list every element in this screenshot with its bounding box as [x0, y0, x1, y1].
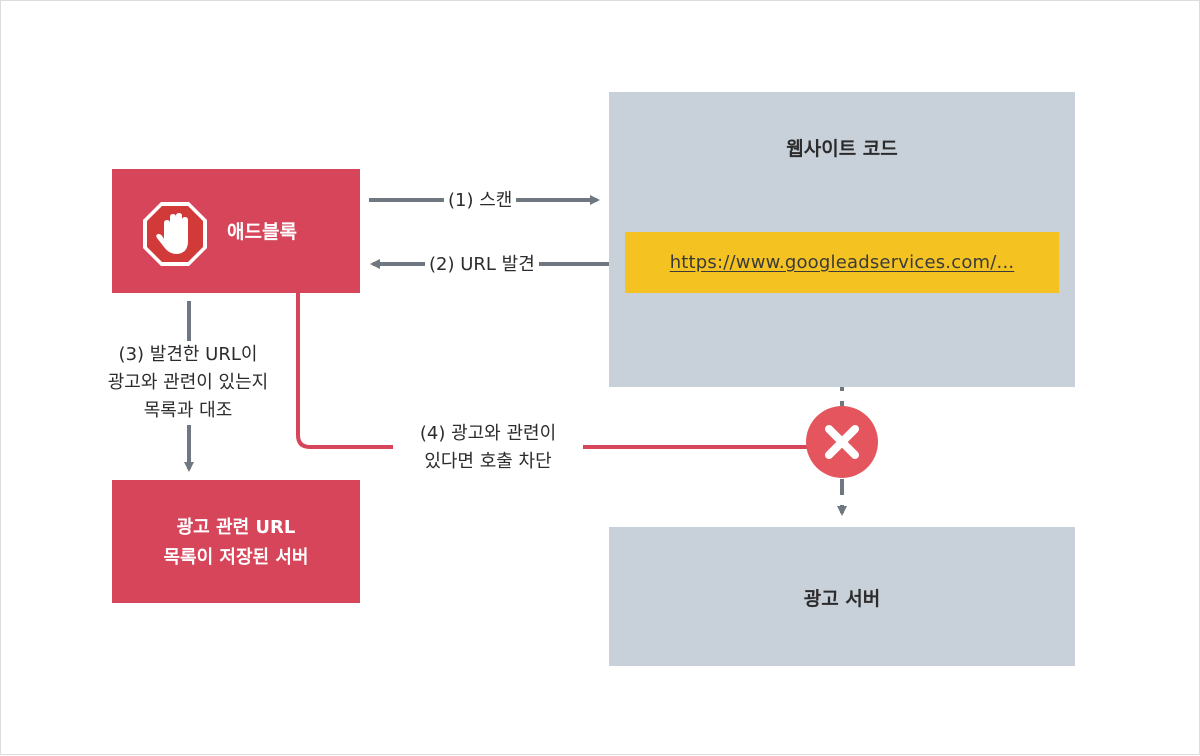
step-url-found-label: (2) URL 발견	[425, 251, 539, 279]
ad-url-list-server-line1: 광고 관련 URL	[176, 517, 296, 538]
url-highlight: https://www.googleadservices.com/...	[625, 232, 1059, 293]
step-compare-line1: (3) 발견한 URL이	[118, 344, 258, 365]
ad-server-box: 광고 서버	[609, 527, 1075, 666]
x-circle-icon	[806, 406, 878, 478]
stop-hand-icon	[143, 202, 207, 266]
adblock-label: 애드블록	[227, 221, 297, 243]
ad-url-list-server-label: 광고 관련 URL 목록이 저장된 서버	[112, 513, 360, 573]
website-code-title: 웹사이트 코드	[786, 138, 898, 160]
step-block-line2: 있다면 호출 차단	[424, 451, 552, 472]
step-block-label: (4) 광고와 관련이 있다면 호출 차단	[393, 420, 583, 476]
step-compare-line3: 목록과 대조	[143, 400, 233, 421]
ad-server-title: 광고 서버	[803, 588, 881, 610]
ad-url-link[interactable]: https://www.googleadservices.com/...	[669, 252, 1015, 273]
ad-url-list-server-line2: 목록이 저장된 서버	[163, 547, 309, 568]
step-scan-label: (1) 스캔	[444, 187, 517, 215]
adblock-box: 애드블록	[112, 169, 360, 293]
step-compare-line2: 광고와 관련이 있는지	[107, 372, 269, 393]
step-block-line1: (4) 광고와 관련이	[419, 423, 557, 444]
step-compare-label: (3) 발견한 URL이 광고와 관련이 있는지 목록과 대조	[93, 341, 283, 425]
ad-url-list-server-box: 광고 관련 URL 목록이 저장된 서버	[112, 480, 360, 603]
block-path	[296, 293, 811, 449]
